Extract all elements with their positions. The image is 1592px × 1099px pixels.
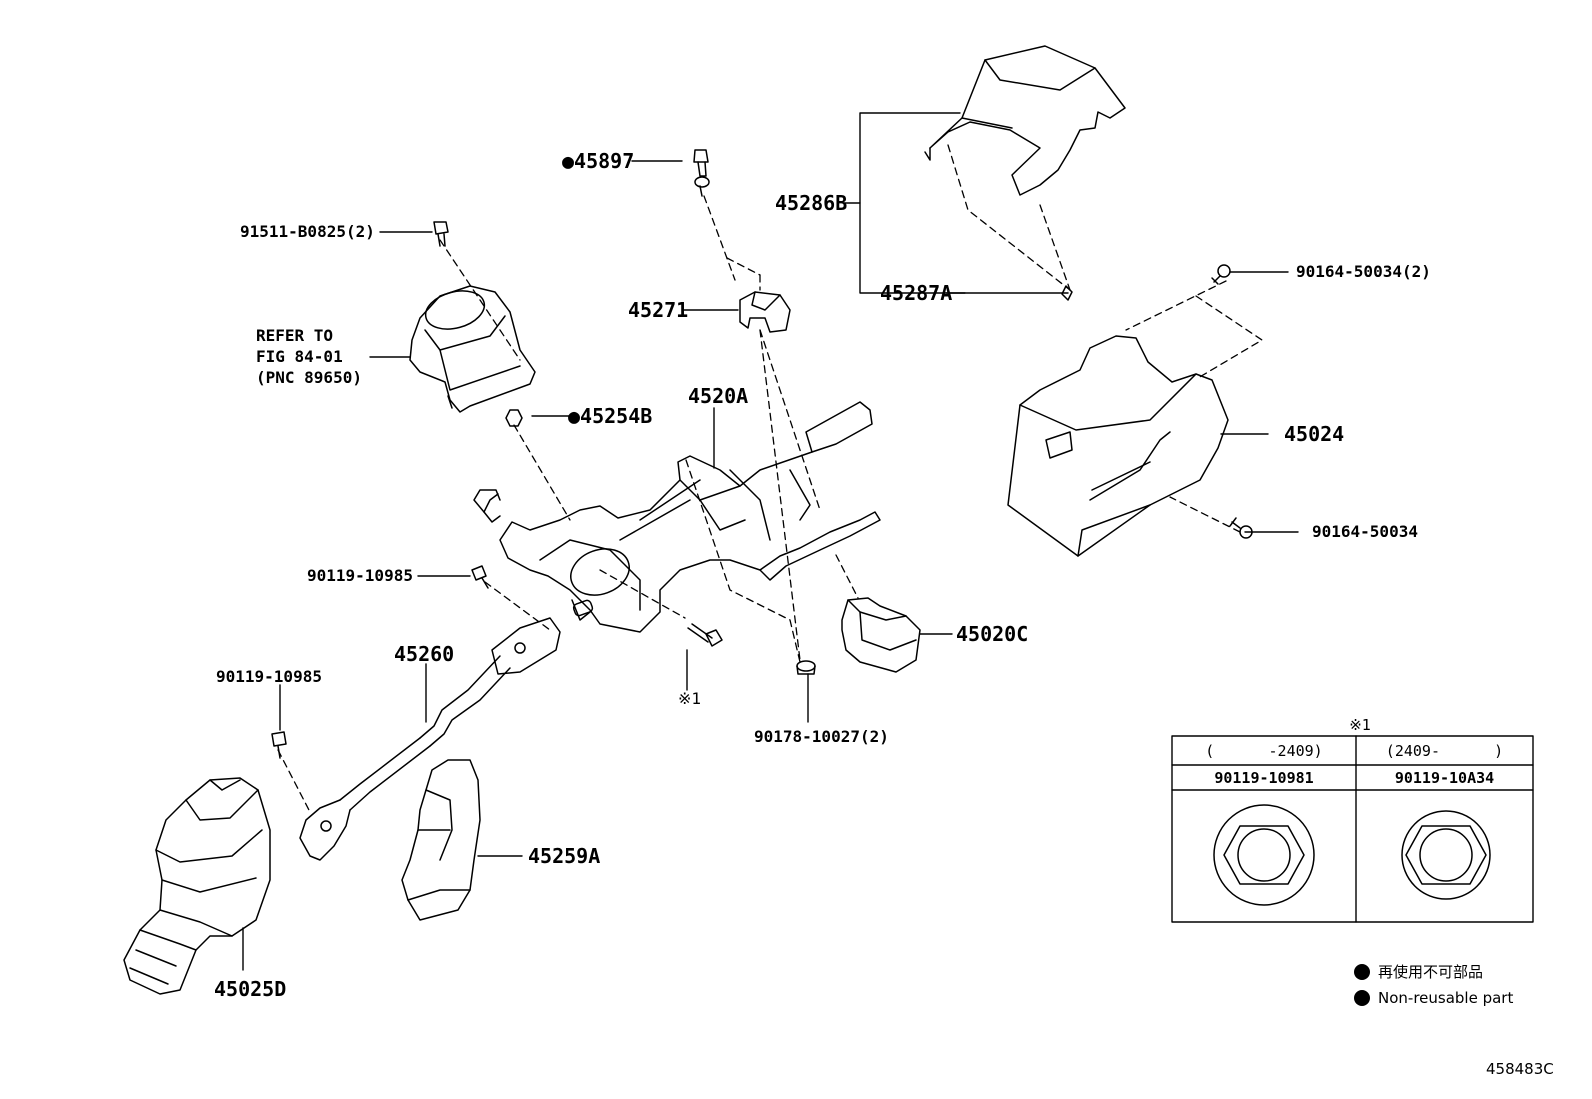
legend-dots [1354,964,1370,1006]
label-45260: 45260 [394,642,455,666]
label-45259a: 45259A [528,844,601,868]
label-45271: 45271 [628,298,689,322]
label-refer-to: REFER TO [256,326,334,345]
lower-column-cover-45024 [1007,335,1229,557]
label-4520a: 4520A [688,384,749,408]
bolt-91511 [433,221,449,247]
label-90178-10027: 90178-10027(2) [754,727,889,746]
table-col2-range: (2409- ) [1385,742,1504,760]
lock-45020C [841,597,921,673]
label-90164-50034-2: 90164-50034(2) [1296,262,1431,281]
label-45025d: 45025D [214,977,287,1001]
table-col1-range: ( -2409) [1205,742,1323,760]
column-hole-cover-45259A [401,759,481,921]
screw-90164-lower [1229,517,1253,539]
label-45287a: 45287A [880,281,953,305]
intermediate-shaft-45260 [299,617,561,861]
bolt-90119-10985-lower [271,731,287,759]
legend-jp: 再使用不可部品 [1378,963,1484,981]
bracket-45271 [739,291,791,333]
bolt-note1 [687,623,723,647]
label-45020c: 45020C [956,622,1029,646]
steering-column-4520A [473,401,881,633]
label-91511-b0825: 91511-B0825(2) [240,222,375,241]
bolt-90119-10985-upper [471,565,489,589]
label-45897: ●45897 [562,149,635,173]
hex-nut-10A34 [1401,810,1491,900]
eps-motor-assembly [409,285,536,413]
screw-90164-upper [1211,264,1231,285]
table-col2-part: 90119-10A34 [1394,769,1495,787]
label-90119-10985-b: 90119-10985 [216,667,322,686]
table-col1-part: 90119-10981 [1214,769,1314,787]
assembly-dash-lines [277,144,1263,813]
nut-90178 [796,660,816,675]
label-refer-fig: FIG 84-01 [256,347,343,366]
upper-column-cover-45286B [924,45,1126,196]
label-45024: 45024 [1284,422,1345,446]
label-45254b: ●45254B [568,404,653,428]
leader-lines [242,112,1299,971]
label-refer-pnc: (PNC 89650) [256,368,362,387]
legend-en: Non-reusable part [1378,989,1514,1007]
label-90164-50034: 90164-50034 [1312,522,1418,541]
label-45286b: 45286B [775,191,848,215]
bolt-45897 [693,149,710,197]
clip-45287A [1061,285,1073,301]
label-90119-10985-a: 90119-10985 [307,566,413,585]
figure-code: 458483C [1486,1060,1554,1078]
hex-nut-10981 [1213,804,1315,906]
label-note1-bolt: ※1 [678,689,702,708]
steering-boot-45025D [123,777,271,995]
table-title: ※1 [1349,716,1371,734]
washer-45254B [505,409,523,427]
note-table [1171,735,1534,923]
